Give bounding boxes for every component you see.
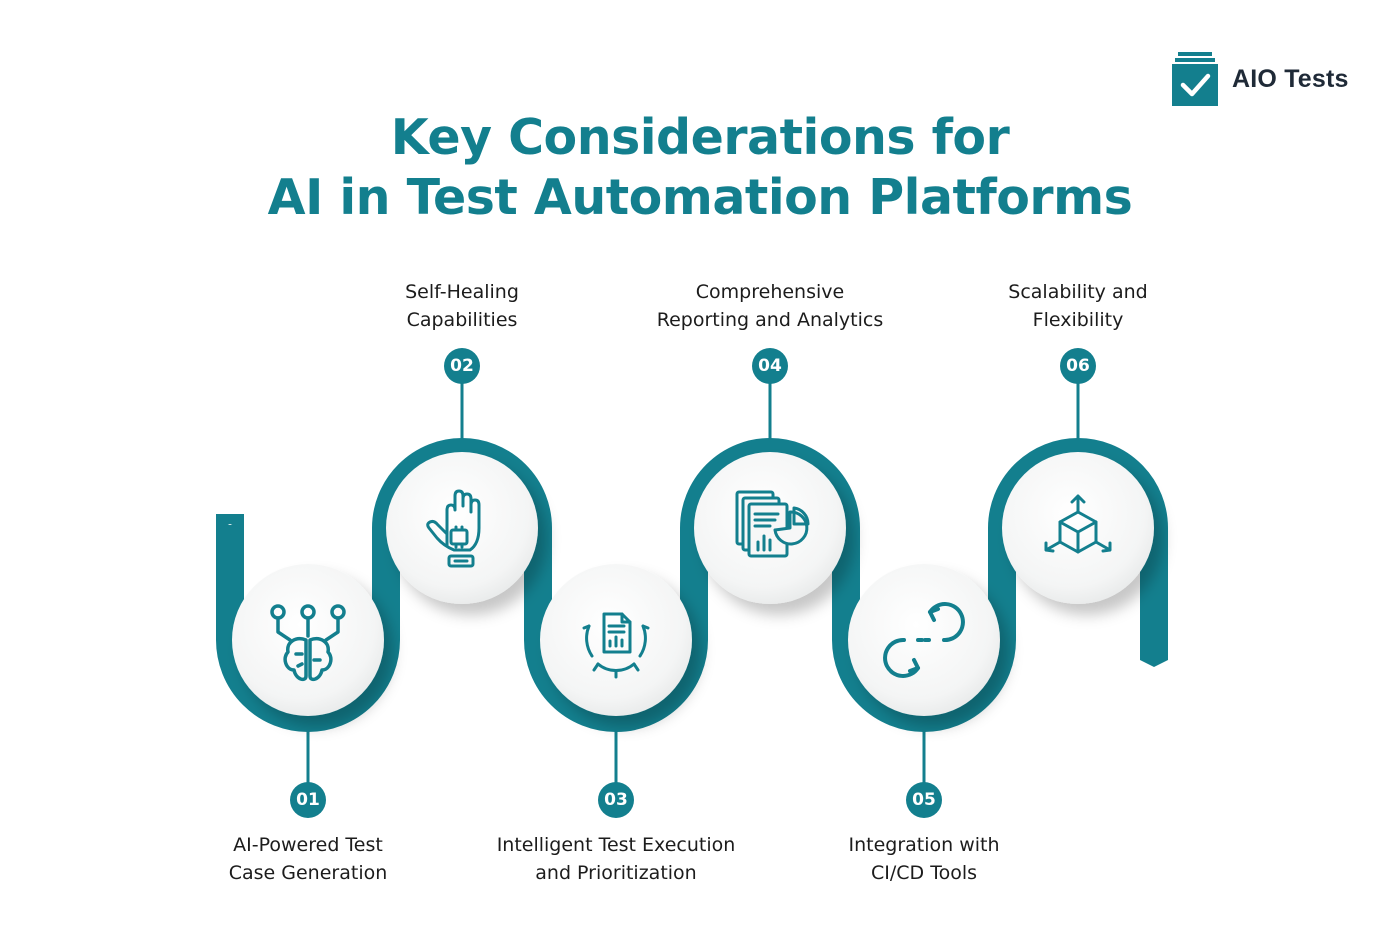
- step-label-05-line1: Integration with: [848, 834, 1000, 856]
- step-label-05: Integration with CI/CD Tools: [784, 831, 1064, 887]
- step-circle-01: [232, 564, 384, 716]
- step-label-06-line1: Scalability and: [1008, 281, 1148, 303]
- robotic-hand-icon: [426, 489, 481, 568]
- step-number-04: 04: [752, 348, 788, 384]
- step-label-03-line1: Intelligent Test Execution: [496, 834, 736, 856]
- step-label-03-line2: and Prioritization: [535, 862, 697, 884]
- step-label-02: Self-Healing Capabilities: [322, 278, 602, 334]
- step-label-01-line2: Case Generation: [228, 862, 388, 884]
- step-label-04: Comprehensive Reporting and Analytics: [630, 278, 910, 334]
- step-label-04-line2: Reporting and Analytics: [656, 309, 884, 331]
- step-label-06-line2: Flexibility: [1032, 309, 1124, 331]
- brain-circuit-icon: [270, 604, 346, 682]
- ribbon-start-notch: [216, 514, 244, 530]
- reports-chart-icon: [735, 490, 810, 558]
- step-label-01: AI-Powered Test Case Generation: [168, 831, 448, 887]
- title-line-1: Key Considerations for: [390, 109, 1010, 166]
- step-circle-06: [1002, 452, 1154, 604]
- step-number-02: 02: [444, 348, 480, 384]
- brand-name: AIO Tests: [1232, 64, 1349, 93]
- step-label-03: Intelligent Test Execution and Prioritiz…: [476, 831, 756, 887]
- step-label-02-line1: Self-Healing: [405, 281, 519, 303]
- step-number-03: 03: [598, 782, 634, 818]
- ribbon-end-point: [1140, 650, 1168, 667]
- step-number-06: 06: [1060, 348, 1096, 384]
- step-label-02-line2: Capabilities: [406, 309, 518, 331]
- brand-logo: AIO Tests: [1172, 52, 1349, 106]
- scaling-cube-icon: [1044, 494, 1112, 554]
- page-title: Key Considerations for AI in Test Automa…: [0, 108, 1400, 228]
- step-label-06: Scalability and Flexibility: [938, 278, 1218, 334]
- gear-document-icon: [582, 612, 650, 679]
- step-label-01-line1: AI-Powered Test: [233, 834, 383, 856]
- step-number-01: 01: [290, 782, 326, 818]
- step-label-05-line2: CI/CD Tools: [870, 862, 977, 884]
- step-number-05: 05: [906, 782, 942, 818]
- title-line-2: AI in Test Automation Platforms: [267, 169, 1133, 226]
- step-circles: [232, 452, 1154, 716]
- wave-ribbon: [216, 438, 1168, 732]
- checklist-icon: [1172, 52, 1218, 106]
- sync-arrows-icon: [883, 602, 965, 678]
- step-label-04-line1: Comprehensive: [695, 281, 845, 303]
